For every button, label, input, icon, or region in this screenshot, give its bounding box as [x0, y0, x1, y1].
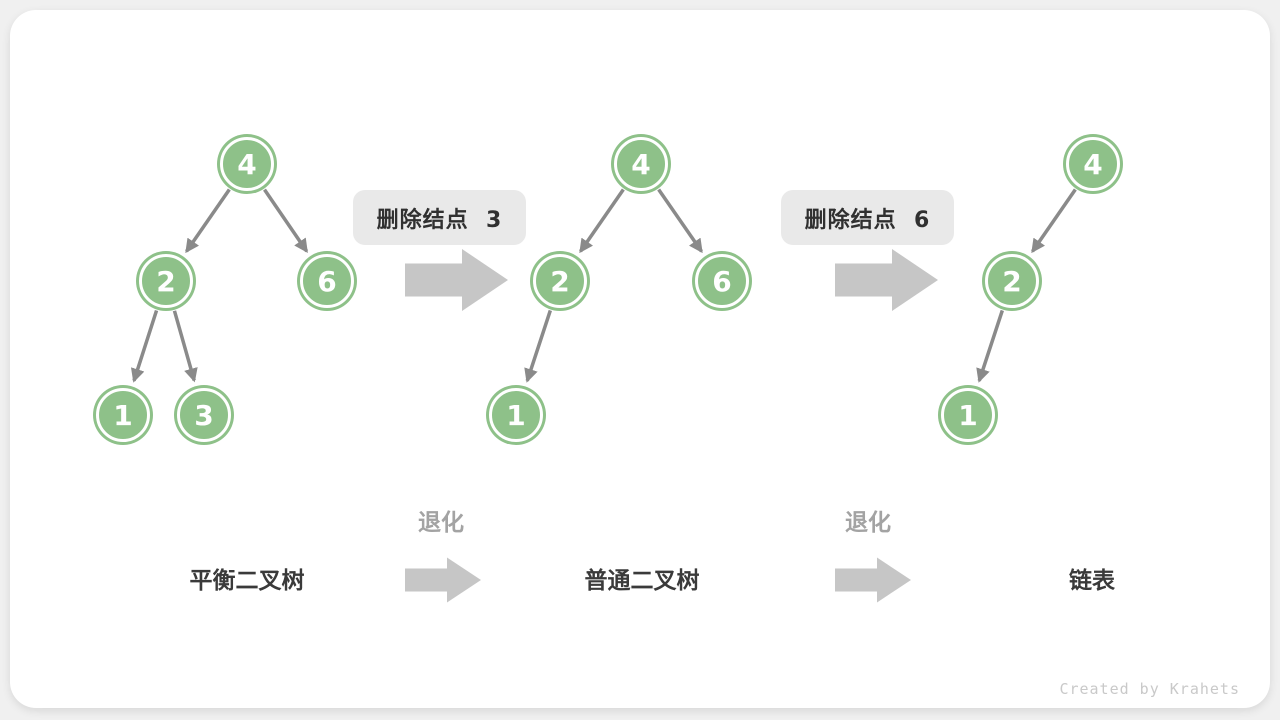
caption-balanced-binary-tree: 平衡二叉树 [189, 568, 305, 594]
tree-node-label: 1 [506, 399, 525, 432]
tree-node-label: 3 [194, 399, 213, 432]
watermark: Created by Krahets [1059, 680, 1240, 698]
tree-edge [172, 310, 198, 383]
tree-edge [524, 309, 552, 383]
background-card [10, 10, 1270, 708]
tree-node-label: 2 [156, 265, 175, 298]
tree-node-1: 1 [93, 385, 153, 445]
tree-edge [657, 188, 703, 254]
tree-node-2: 2 [136, 251, 196, 311]
tree-node-label: 6 [317, 265, 336, 298]
tree-edge [579, 188, 625, 254]
tree-node-2: 2 [530, 251, 590, 311]
tree-node-1: 1 [938, 385, 998, 445]
tree-edge [976, 309, 1004, 383]
tree-edge [263, 188, 309, 254]
degrade-label-2: 退化 [845, 510, 891, 536]
tree-node-label: 2 [1002, 265, 1021, 298]
ordinary-binary-tree: 4 2 6 1 [486, 134, 752, 445]
tree-node-label: 4 [237, 148, 256, 181]
caption-linked-list: 链表 [1069, 568, 1115, 594]
block-arrow [835, 557, 911, 603]
tree-node-6: 6 [692, 251, 752, 311]
tree-node-4: 4 [1063, 134, 1123, 194]
block-arrow [405, 249, 508, 311]
caption-ordinary-binary-tree: 普通二叉树 [584, 568, 700, 594]
block-arrow [405, 557, 481, 603]
tree-node-label: 4 [631, 148, 650, 181]
tree-node-3: 3 [174, 385, 234, 445]
tree-node-2: 2 [982, 251, 1042, 311]
tree-node-label: 1 [113, 399, 132, 432]
tree-edge [185, 188, 231, 254]
linked-list: 4 2 1 [938, 134, 1123, 445]
tree-node-6: 6 [297, 251, 357, 311]
tree-node-4: 4 [217, 134, 277, 194]
degrade-label-1: 退化 [418, 510, 464, 536]
tree-node-4: 4 [611, 134, 671, 194]
balanced-binary-tree: 4 2 6 1 3 [93, 134, 357, 445]
tree-node-1: 1 [486, 385, 546, 445]
tree-node-label: 2 [550, 265, 569, 298]
tree-edge [1031, 188, 1077, 254]
tree-node-label: 1 [958, 399, 977, 432]
block-arrow [835, 249, 938, 311]
delete-node-3-badge: 删除结点 3 [353, 190, 526, 245]
tree-node-label: 6 [712, 265, 731, 298]
delete-node-6-badge: 删除结点 6 [781, 190, 954, 245]
tree-edge [130, 309, 159, 383]
tree-node-label: 4 [1083, 148, 1102, 181]
